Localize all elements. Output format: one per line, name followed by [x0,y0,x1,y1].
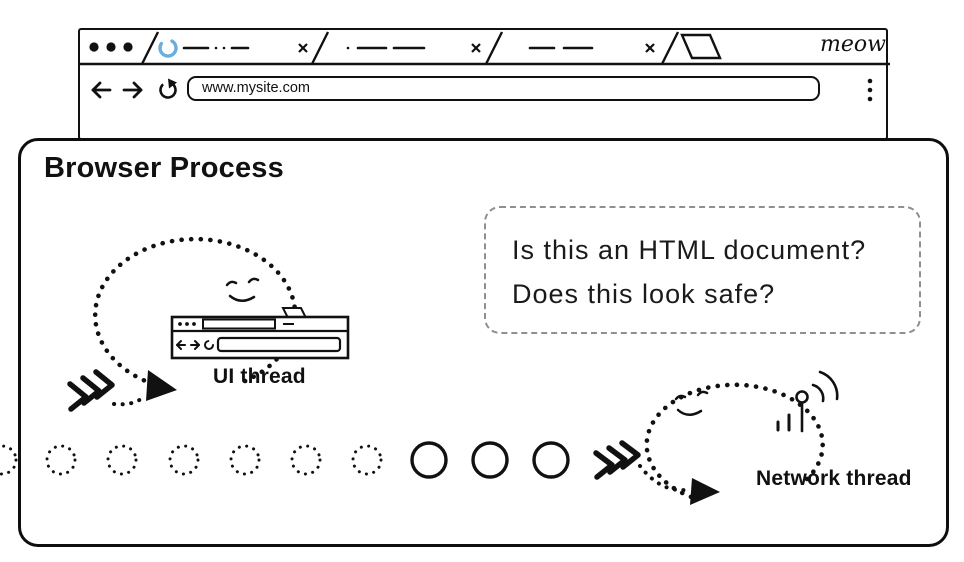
loading-spinner-icon [158,38,178,58]
traffic-lights-icon[interactable] [89,42,133,52]
browser-window: www.mysite.com meow [78,28,890,140]
browser-brand: meow [820,32,886,57]
tab-separator-slashes [140,31,680,65]
url-bar[interactable]: www.mysite.com [187,76,820,101]
tab2-close-icon[interactable] [471,43,481,53]
new-tab-icon[interactable] [680,33,722,60]
tab1-close-icon[interactable] [298,43,308,53]
speech-bubble-line1: Is this an HTML document? [512,235,867,265]
menu-kebab-icon[interactable] [867,78,873,102]
network-thread-label: Network thread [756,467,912,490]
url-text: www.mysite.com [202,80,310,96]
tab-2[interactable] [320,32,486,64]
speech-bubble: Is this an HTML document? Does this look… [484,206,921,334]
ui-thread-label: UI thread [213,365,306,388]
speech-bubble-line2: Does this look safe? [512,279,776,309]
back-icon[interactable] [91,81,112,99]
tab-1[interactable] [144,32,312,64]
tab-3[interactable] [494,32,662,64]
browser-chrome-art [80,31,890,102]
forward-icon[interactable] [122,81,143,99]
tab3-close-icon[interactable] [645,43,655,53]
reload-icon[interactable] [158,78,179,101]
process-title: Browser Process [44,152,284,184]
